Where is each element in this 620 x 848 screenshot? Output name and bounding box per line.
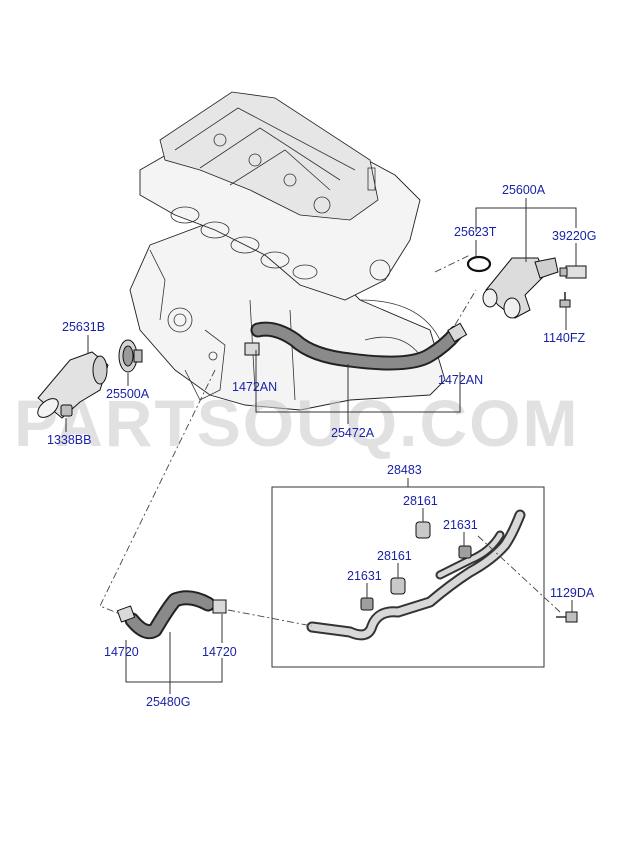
bolt-1129DA[interactable] xyxy=(556,611,578,623)
label-25480G[interactable]: 25480G xyxy=(146,695,190,709)
bolt-1338BB[interactable] xyxy=(60,404,73,417)
label-28483[interactable]: 28483 xyxy=(387,463,422,477)
label-25631B[interactable]: 25631B xyxy=(62,320,105,334)
clamp-14720-left[interactable] xyxy=(116,605,136,623)
label-25472A[interactable]: 25472A xyxy=(331,426,375,440)
clamp-14720-right[interactable] xyxy=(212,599,227,614)
hose-25480G[interactable] xyxy=(116,590,227,640)
label-25500A[interactable]: 25500A xyxy=(106,387,150,401)
part-labels: 25600A 25623T 39220G 1140FZ 25631B 25500… xyxy=(47,183,596,709)
label-28161-top[interactable]: 28161 xyxy=(403,494,438,508)
clamp-1472AN-right[interactable] xyxy=(447,322,468,343)
leader-lines xyxy=(65,198,577,694)
connection-lines xyxy=(99,254,561,627)
label-1140FZ[interactable]: 1140FZ xyxy=(543,331,586,345)
o-ring-25623T[interactable] xyxy=(466,255,492,273)
pipe-28483[interactable] xyxy=(306,509,578,641)
intake-ports xyxy=(170,206,318,280)
label-21631-mid[interactable]: 21631 xyxy=(347,569,382,583)
label-21631-top[interactable]: 21631 xyxy=(443,518,478,532)
label-25623T[interactable]: 25623T xyxy=(454,225,497,239)
label-1472AN-left[interactable]: 1472AN xyxy=(232,380,277,394)
label-14720-left[interactable]: 14720 xyxy=(104,645,139,659)
water-outlet-fitting[interactable] xyxy=(466,255,587,319)
bracket-28161-mid[interactable] xyxy=(390,577,406,595)
grommet-21631-mid[interactable] xyxy=(360,597,374,611)
bolt-1140FZ[interactable] xyxy=(559,292,571,308)
label-14720-right[interactable]: 14720 xyxy=(202,645,237,659)
label-1338BB[interactable]: 1338BB xyxy=(47,433,91,447)
thermostat[interactable] xyxy=(118,339,143,373)
label-28161-mid[interactable]: 28161 xyxy=(377,549,412,563)
water-inlet-fitting[interactable] xyxy=(34,351,109,421)
label-25600A[interactable]: 25600A xyxy=(502,183,546,197)
temperature-sensor[interactable] xyxy=(559,265,587,279)
label-1129DA[interactable]: 1129DA xyxy=(550,586,595,600)
watermark-text: PARTSOUQ.COM xyxy=(14,386,579,460)
hose-25472A[interactable] xyxy=(244,321,468,371)
bracket-28161-top[interactable] xyxy=(415,521,431,539)
grommet-21631-top[interactable] xyxy=(458,545,472,559)
label-39220G[interactable]: 39220G xyxy=(552,229,596,243)
label-1472AN-right[interactable]: 1472AN xyxy=(438,373,483,387)
clamp-1472AN-left[interactable] xyxy=(244,342,260,356)
